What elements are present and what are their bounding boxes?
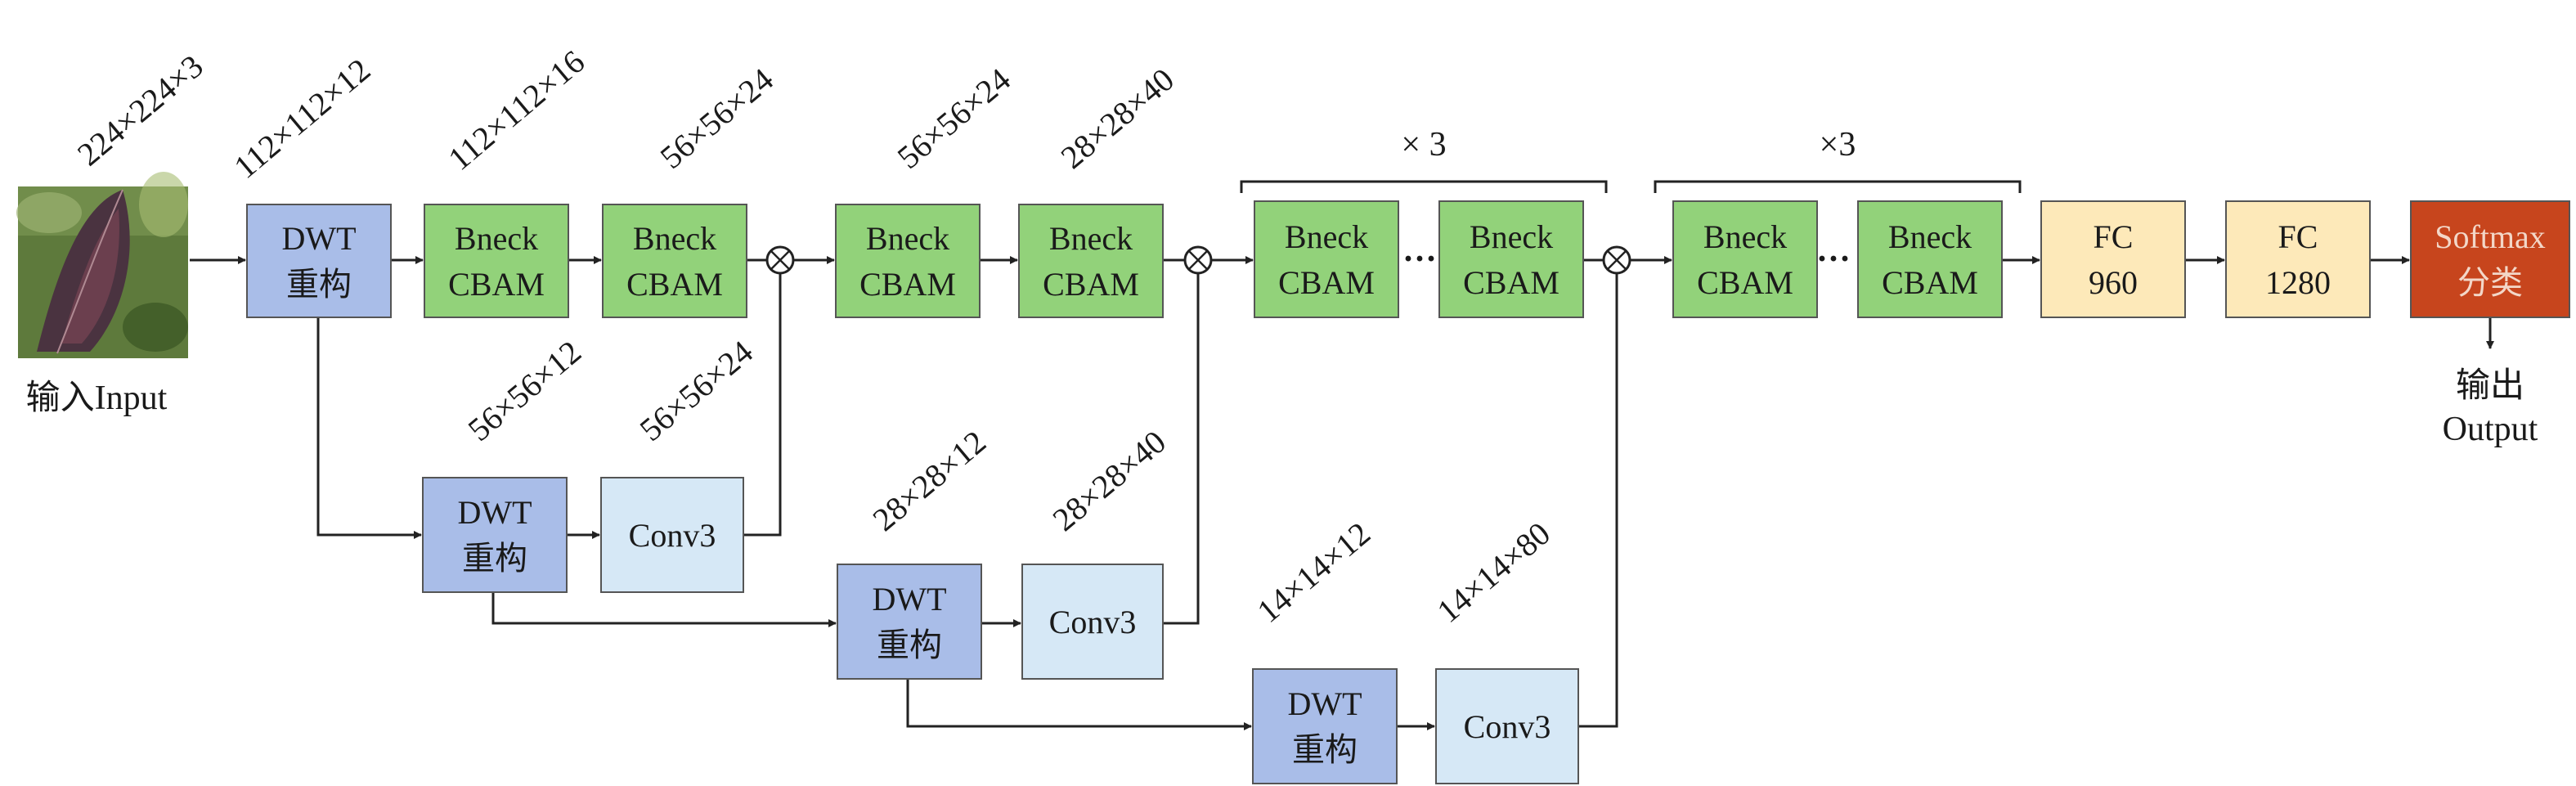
fusion-node-3 <box>1602 245 1631 275</box>
block-label: Bneck <box>455 220 538 257</box>
block-rect <box>424 204 569 318</box>
dimension-label: 28×28×40 <box>1054 61 1181 176</box>
block-dwt-dwt3: DWT 重构 <box>1252 668 1398 784</box>
block-softmax-softmax: Softmax 分类 <box>2410 200 2570 318</box>
dimension-label: 112×112×12 <box>227 51 377 185</box>
block-label: Bneck <box>1470 218 1553 255</box>
block-label: Conv3 <box>629 517 716 554</box>
repeat-bracket-2 <box>1654 180 2022 193</box>
block-rect <box>422 477 568 593</box>
block-rect <box>1252 668 1398 784</box>
fusion-node-1 <box>765 245 795 275</box>
block-fc-fc2: FC 1280 <box>2225 200 2371 318</box>
dimension-label: 56×56×24 <box>891 61 1017 176</box>
block-conv-conv2: Conv3 <box>1021 564 1164 680</box>
block-rect <box>1672 200 1818 318</box>
block-rect <box>1254 200 1399 318</box>
block-label: Conv3 <box>1049 604 1137 640</box>
input-label: 输入Input <box>26 380 168 417</box>
block-rect <box>1435 668 1579 784</box>
block-label: DWT <box>1287 685 1362 722</box>
block-rect <box>835 204 981 318</box>
block-label: Softmax <box>2435 218 2546 255</box>
block-label: 960 <box>2089 264 2138 301</box>
block-rect <box>1018 204 1164 318</box>
input-leaf-image <box>16 172 188 358</box>
repeat-label-2: ×3 <box>1820 126 1856 164</box>
ellipsis-2: ··· <box>1816 240 1851 278</box>
block-label: FC <box>2094 218 2134 255</box>
ellipsis-1: ··· <box>1402 240 1437 278</box>
block-rect <box>1438 200 1584 318</box>
block-label: CBAM <box>1697 264 1793 301</box>
block-dwt-dwt1: DWT 重构 <box>422 477 568 593</box>
dimension-label: 56×56×24 <box>653 61 780 176</box>
block-rect <box>1021 564 1164 680</box>
block-rect <box>2410 200 2570 318</box>
dimension-label: 28×28×40 <box>1046 423 1173 538</box>
dimension-label: 56×56×24 <box>633 333 760 448</box>
block-label: Bneck <box>1888 218 1972 255</box>
block-label: DWT <box>872 581 946 618</box>
block-label: FC <box>2278 218 2318 255</box>
block-label: Bneck <box>1703 218 1787 255</box>
block-dwt-dwt0: DWT 重构 <box>246 204 392 318</box>
dimension-label: 224×224×3 <box>70 47 210 173</box>
dimension-label: 14×14×12 <box>1250 514 1377 630</box>
block-label: Bneck <box>1049 220 1133 257</box>
block-label: CBAM <box>1882 264 1978 301</box>
block-label: Bneck <box>1285 218 1368 255</box>
block-label: Bneck <box>866 220 949 257</box>
block-label: Conv3 <box>1464 708 1551 745</box>
block-conv-conv3: Conv3 <box>1435 668 1579 784</box>
block-label: 重构 <box>286 266 352 303</box>
block-label: DWT <box>457 494 532 531</box>
repeat-bracket-1 <box>1240 180 1608 193</box>
dimension-label: 28×28×12 <box>866 423 993 538</box>
block-rect <box>2040 200 2186 318</box>
repeat-label-1: × 3 <box>1401 126 1446 164</box>
block-label: Bneck <box>633 220 716 257</box>
block-label: CBAM <box>1043 266 1139 303</box>
block-label: CBAM <box>626 266 723 303</box>
dimension-label: 112×112×16 <box>441 43 591 177</box>
block-conv-conv1: Conv3 <box>600 477 744 593</box>
block-rect <box>246 204 392 318</box>
dimension-label: 56×56×12 <box>461 333 588 448</box>
connectors <box>190 256 2494 730</box>
dimension-label: 14×14×80 <box>1430 514 1557 630</box>
block-label: DWT <box>281 220 356 257</box>
block-label: CBAM <box>859 266 956 303</box>
block-rect <box>600 477 744 593</box>
block-label: 分类 <box>2457 264 2523 301</box>
output-label-cn: 输出 <box>2456 367 2524 405</box>
block-fc-fc1: FC 960 <box>2040 200 2186 318</box>
fusion-node-2 <box>1183 245 1213 275</box>
block-dwt-dwt2: DWT 重构 <box>837 564 982 680</box>
block-label: CBAM <box>448 266 545 303</box>
block-rect <box>1857 200 2003 318</box>
block-label: 重构 <box>1292 731 1358 768</box>
block-label: 重构 <box>877 627 942 663</box>
block-rect <box>837 564 982 680</box>
blocks-layer: DWT重构BneckCBAMBneckCBAMBneckCBAMBneckCBA… <box>246 200 2570 784</box>
output-label-en: Output <box>2443 411 2538 448</box>
block-label: 1280 <box>2265 264 2331 301</box>
block-label: CBAM <box>1463 264 1560 301</box>
block-rect <box>2225 200 2371 318</box>
block-label: CBAM <box>1278 264 1375 301</box>
block-label: 重构 <box>462 540 527 577</box>
block-rect <box>602 204 747 318</box>
